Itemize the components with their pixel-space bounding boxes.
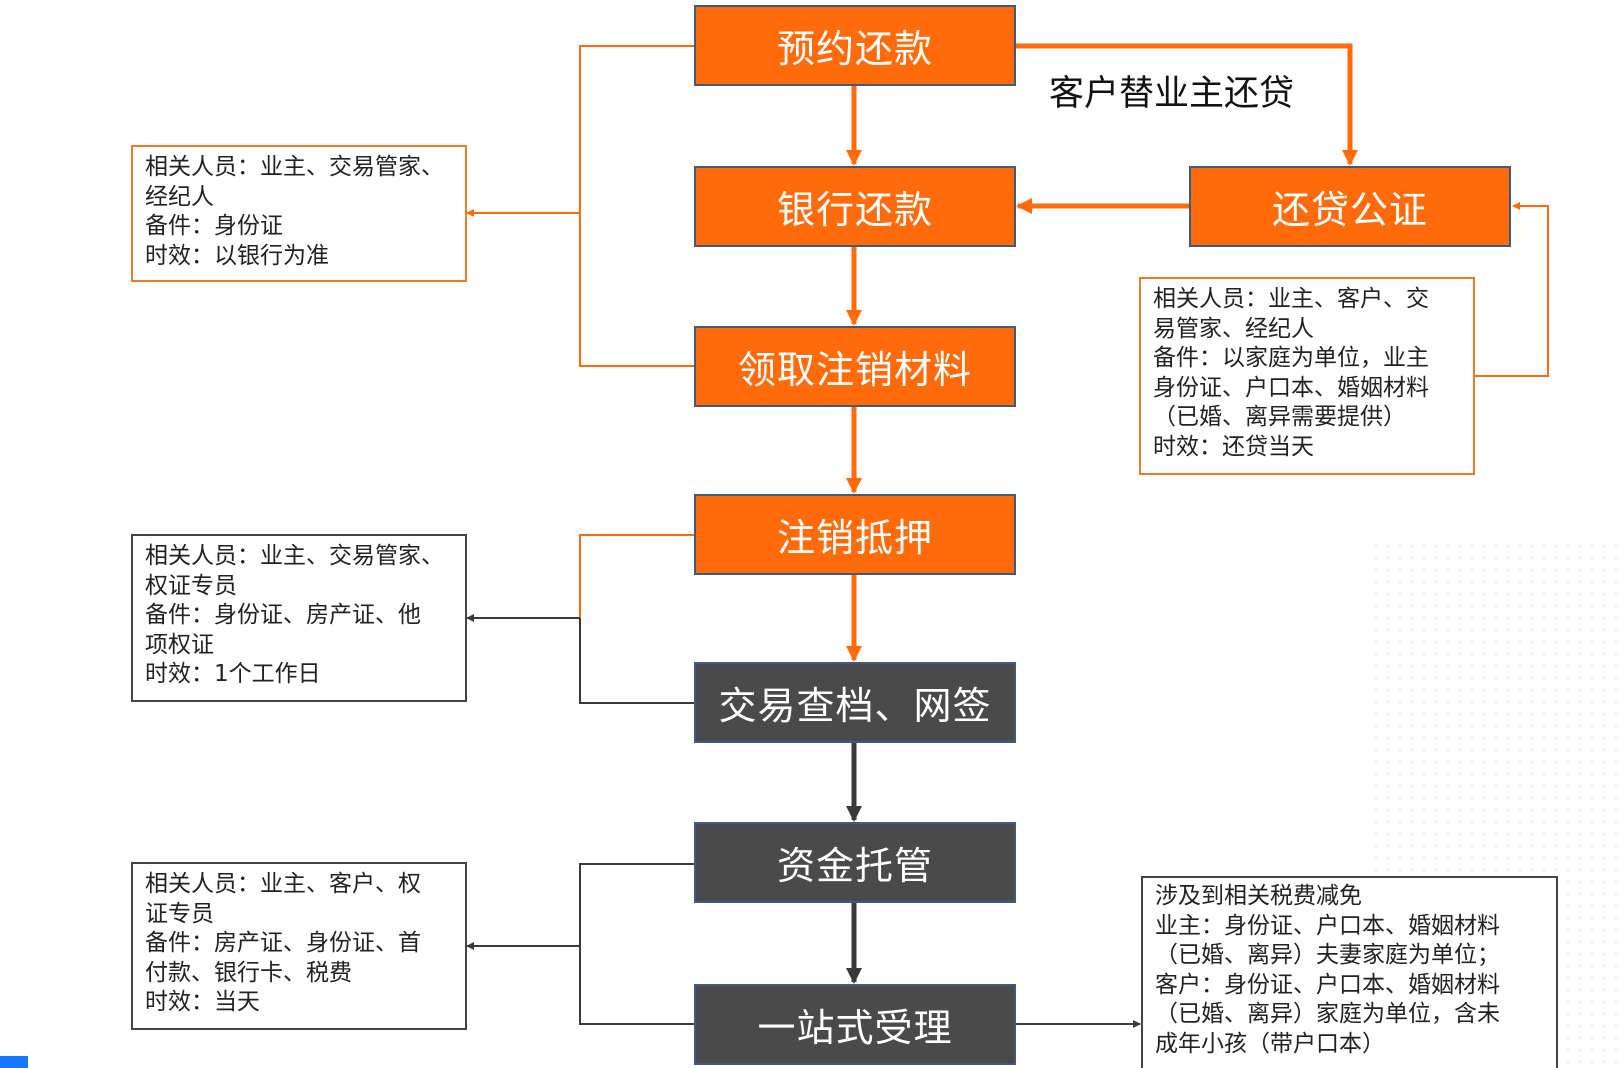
note-line: 证专员 — [145, 900, 214, 927]
step-repayment-notarization: 还贷公证 — [1189, 166, 1511, 247]
arrow-note2-to-notary — [1475, 202, 1549, 377]
step-reserve-repayment: 预约还款 — [694, 5, 1016, 86]
bracket-note3-orange — [579, 534, 694, 618]
step-bank-repayment: 银行还款 — [694, 166, 1016, 247]
note-line: （已婚、离异）夫妻家庭为单位； — [1155, 942, 1500, 968]
arrow-reserve-to-notary — [1016, 43, 1358, 166]
note-line: 相关人员：业主、客户、交 — [1153, 286, 1429, 312]
step-record-check-online-sign: 交易查档、网签 — [694, 662, 1016, 743]
step-collect-cancellation-materials: 领取注销材料 — [694, 326, 1016, 407]
note-line: 时效：1个工作日 — [145, 661, 321, 687]
note-reserve-bank-collect: 相关人员：业主、交易管家、 经纪人 备件：身份证 时效：以银行为准 — [131, 145, 467, 282]
note-line: 相关人员：业主、交易管家、 — [145, 154, 444, 180]
note-line: 备件：房产证、身份证、首 — [145, 930, 421, 956]
note-fund-escrow: 相关人员：业主、客户、权 证专员 备件：房产证、身份证、首 付款、银行卡、税费 … — [131, 862, 467, 1030]
note-line: 易管家、经纪人 — [1153, 315, 1314, 342]
note-line: 业主：身份证、户口本、婚姻材料 — [1155, 912, 1500, 939]
bracket-note1 — [579, 45, 694, 367]
note-line: 时效：以银行为准 — [145, 242, 329, 269]
step-one-stop-service: 一站式受理 — [694, 984, 1016, 1065]
note-line: 客户：身份证、户口本、婚姻材料 — [1155, 971, 1500, 998]
note-line: 涉及到相关税费减免 — [1155, 883, 1362, 909]
note-line: 权证专员 — [145, 572, 237, 599]
note-line: 时效：还贷当天 — [1153, 433, 1314, 460]
note-line: 时效：当天 — [145, 989, 260, 1015]
corner-marker — [0, 1056, 28, 1068]
customer-pays-label: 客户替业主还贷 — [1049, 74, 1295, 114]
note-line: 经纪人 — [145, 183, 214, 210]
note-line: 身份证、户口本、婚姻材料 — [1153, 374, 1429, 401]
note-line: 相关人员：业主、客户、权 — [145, 871, 421, 897]
note-line: 付款、银行卡、税费 — [145, 959, 352, 986]
note-line: 备件：身份证、房产证、他 — [145, 602, 421, 628]
bracket-note4 — [579, 863, 694, 1025]
note-line: 备件：身份证 — [145, 213, 283, 239]
note-tax-reduction: 涉及到相关税费减免 业主：身份证、户口本、婚姻材料 （已婚、离异）夫妻家庭为单位… — [1141, 876, 1558, 1068]
note-notarization: 相关人员：业主、客户、交 易管家、经纪人 备件：以家庭为单位，业主 身份证、户口… — [1139, 277, 1475, 475]
note-line: 成年小孩（带户口本） — [1155, 1030, 1385, 1057]
note-cancel-mortgage: 相关人员：业主、交易管家、 权证专员 备件：身份证、房产证、他 项权证 时效：1… — [131, 534, 467, 702]
note-line: （已婚、离异需要提供） — [1153, 404, 1406, 430]
bracket-note3-dark — [579, 618, 694, 704]
step-cancel-mortgage: 注销抵押 — [694, 494, 1016, 575]
step-fund-escrow: 资金托管 — [694, 822, 1016, 903]
note-line: 项权证 — [145, 631, 214, 658]
note-line: 备件：以家庭为单位，业主 — [1153, 345, 1429, 371]
note-line: （已婚、离异）家庭为单位，含未 — [1155, 1001, 1500, 1027]
note-line: 相关人员：业主、交易管家、 — [145, 543, 444, 569]
